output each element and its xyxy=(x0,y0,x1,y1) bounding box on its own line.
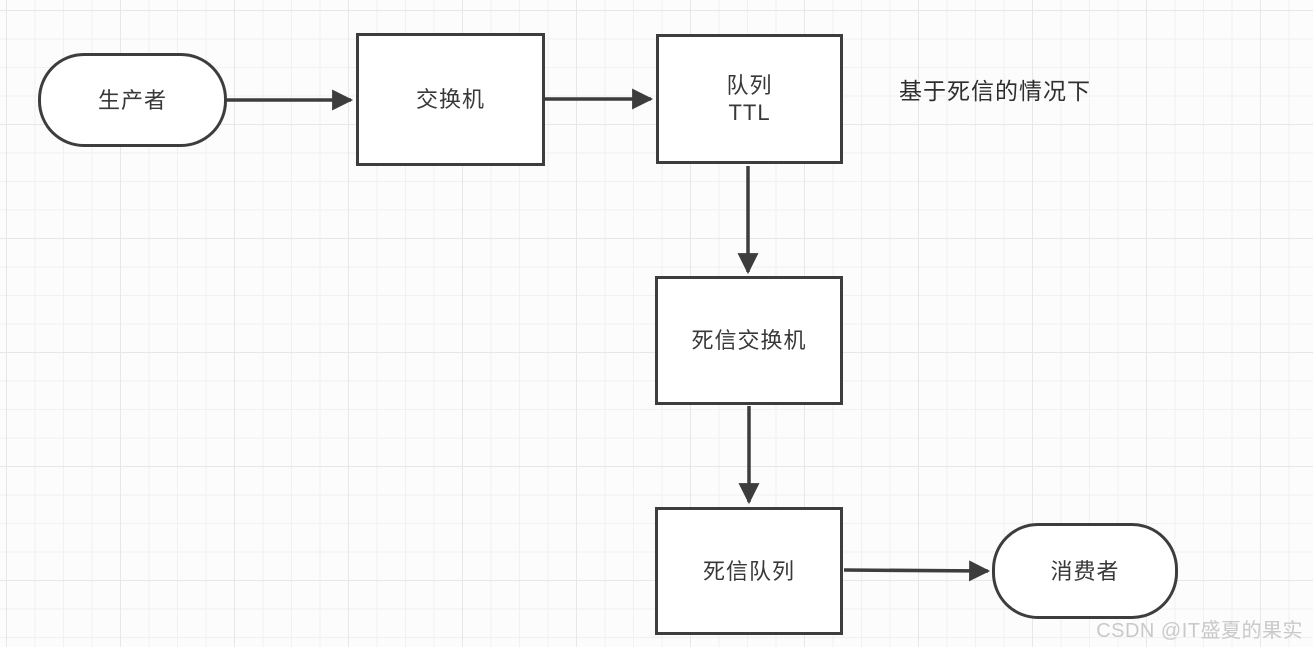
node-producer: 生产者 xyxy=(38,53,227,147)
node-dead-letter-queue-label: 死信队列 xyxy=(702,558,795,584)
edge-dlq-to-consumer xyxy=(843,560,991,582)
node-dead-letter-queue: 死信队列 xyxy=(655,507,843,635)
node-ttl-queue-label-line1: 队列 xyxy=(726,73,773,98)
node-consumer-label: 消费者 xyxy=(1050,558,1120,584)
node-exchange-label: 交换机 xyxy=(415,87,485,112)
node-producer-label: 生产者 xyxy=(97,87,167,113)
node-dead-letter-exchange-label: 死信交换机 xyxy=(691,328,807,353)
csdn-watermark: CSDN @IT盛夏的果实 xyxy=(1096,620,1303,642)
node-dead-letter-exchange: 死信交换机 xyxy=(655,276,843,405)
node-ttl-queue: 队列 TTL xyxy=(656,34,843,164)
node-ttl-queue-label-line2: TTL xyxy=(728,100,771,125)
node-consumer: 消费者 xyxy=(992,523,1178,619)
diagram-annotation: 基于死信的情况下 xyxy=(899,78,1091,104)
node-exchange: 交换机 xyxy=(356,33,545,166)
